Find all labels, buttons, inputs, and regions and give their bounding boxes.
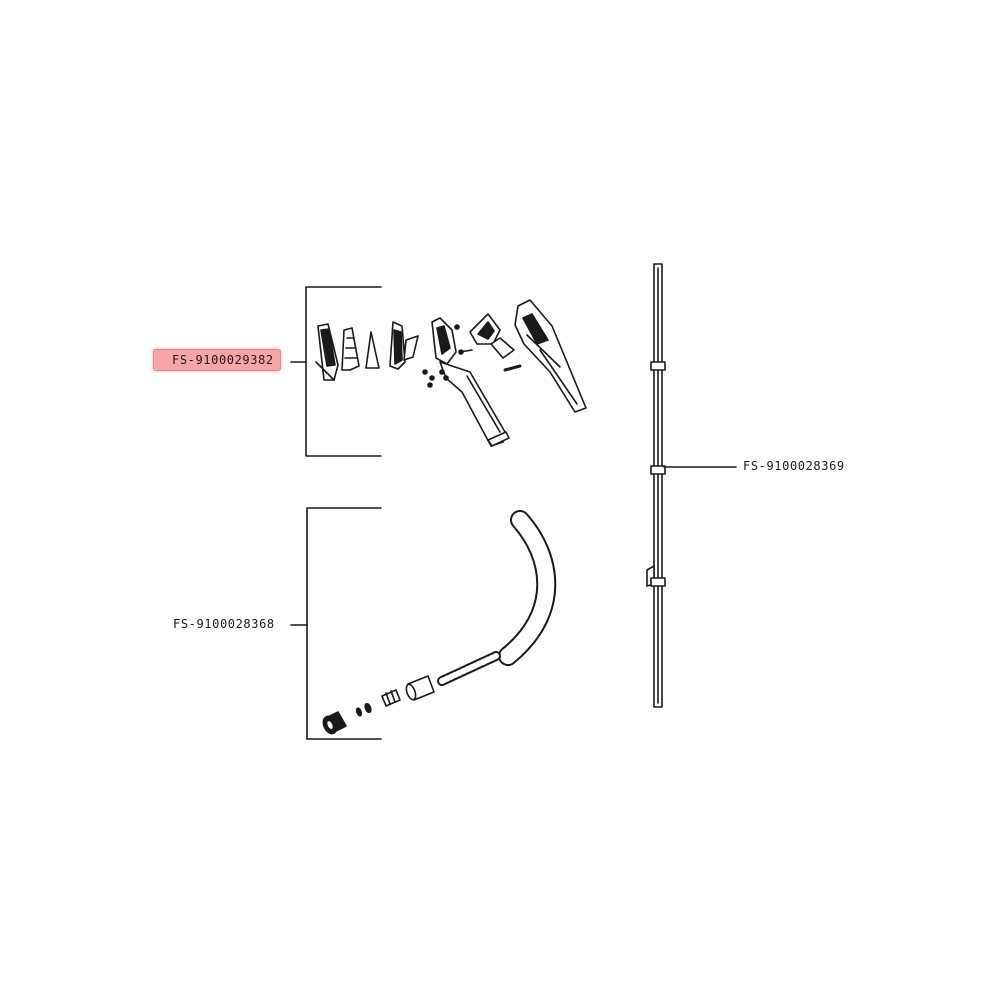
accessory-kit-bracket [290,286,382,457]
part-code-hose-assembly[interactable]: FS-9100028368 [173,617,275,631]
ring-parts [355,702,372,717]
hose-assembly-group[interactable] [321,510,557,736]
spring-part [437,651,501,686]
nozzle-part-2 [341,327,360,371]
bent-pipe-part [498,510,557,666]
part-code-accessory-kit[interactable]: FS-9100029382 [153,349,281,371]
brush-handle-part [431,317,510,447]
nozzle-part-1 [315,323,339,381]
cylinder-part [405,675,435,701]
screws-part [422,324,473,388]
accessory-kit-group[interactable] [315,299,587,447]
nozzle-part-4 [389,321,406,370]
nozzle-part-3 [365,331,380,369]
large-handle-part [514,299,587,413]
part-code-extension-tube[interactable]: FS-9100028369 [743,459,845,473]
nozzle-part-5 [403,335,419,361]
connector-part [381,689,401,707]
hose-assembly-bracket [290,507,382,740]
triangle-nozzle-part [469,313,522,372]
nut-part [322,711,347,735]
extension-tube-group[interactable] [646,263,737,708]
